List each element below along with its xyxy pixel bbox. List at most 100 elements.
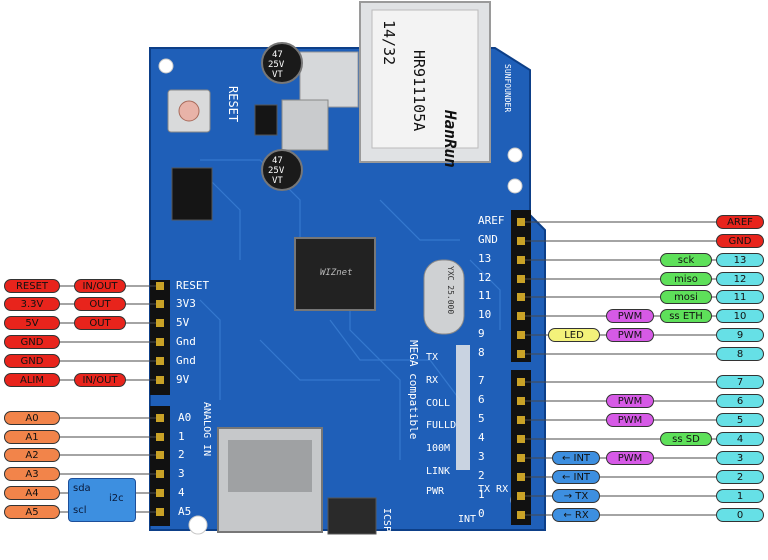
analog-pin-text-4: 4 [178,486,185,499]
left-mode-2: OUT [74,316,126,330]
regulator [281,99,329,151]
header-left-text-3: Gnd [176,335,196,348]
digital-label-10: 5 [478,412,485,425]
right-pin-14: 1 [716,489,764,503]
header-pin [156,376,164,384]
right-fn2-6: LED [548,328,600,342]
analog-pin-text-2: 2 [178,448,185,461]
right-fn-4: mosi [660,290,712,304]
mount-hole [507,178,523,194]
header-pin [517,511,525,519]
right-pin-0: AREF [716,215,764,229]
digital-label-3: 12 [478,271,492,284]
cap-text-3: VT [272,70,283,80]
digital-label-9: 6 [478,393,485,406]
analog-label-2: A2 [4,448,60,462]
digital-label-8: 7 [478,374,485,387]
header-left-text-4: Gnd [176,354,196,367]
i2c-group-box: sda scl i2c [68,478,136,522]
right-fn2-5: PWM [606,309,654,323]
ethernet-jack-label-area [371,9,479,149]
header-pin [517,293,525,301]
metal-shield-plate [299,51,359,108]
digital-label-1: GND [478,233,498,246]
left-power-header [150,280,170,395]
i2c-scl-label: scl [73,505,87,516]
cap2-text-2: 25V [268,166,285,176]
header-pin [517,275,525,283]
status-led-text-4: 100M [426,443,451,454]
left-mode-1: OUT [74,297,126,311]
digital-label-5: 10 [478,308,492,321]
jack-label-model: HR911105A [410,50,428,132]
header-pin [156,489,164,497]
jack-label-hanrun: HanRun [441,110,460,168]
left-mode-5: IN/OUT [74,373,126,387]
header-pin [156,433,164,441]
right-pin-4: 11 [716,290,764,304]
ic-left [171,167,213,221]
header-left-text-1: 3V3 [176,297,196,310]
capacitor [261,42,303,84]
analog-in-label: ANALOG IN [201,402,212,457]
capacitor [261,149,303,191]
header-left-text-0: RESET [176,279,210,292]
right-fn-6: PWM [606,328,654,342]
digital-label-4: 11 [478,289,492,302]
right-fn-3: miso [660,272,712,286]
right-fn-13: ← INT [552,470,600,484]
digital-label-14: 1 [478,488,485,501]
header-pin [517,397,525,405]
left-label-2: 5V [4,316,60,330]
brand-label: SUNFOUNDER [503,64,512,113]
mount-hole [158,58,174,74]
status-led-text-2: COLL [426,398,451,409]
right-pin-7: 8 [716,347,764,361]
header-pin [517,454,525,462]
chip-label: WIZnet [320,268,353,278]
micro-sd-slot-inner [228,440,312,492]
i2c-sda-label: sda [73,483,91,494]
reset-label: RESET [226,86,240,123]
left-label-4: GND [4,354,60,368]
jack-label-date: 14/32 [380,20,398,66]
header-pin [517,331,525,339]
analog-pin-text-3: 3 [178,467,185,480]
header-pin [156,319,164,327]
header-pin [156,300,164,308]
digital-label-6: 9 [478,327,485,340]
int-label: INT [458,514,477,525]
right-lower-header [511,370,531,525]
right-fn-11: ss SD [660,432,712,446]
right-pin-2: 13 [716,253,764,267]
right-fn2-12: ← INT [552,451,600,465]
cap-text-1: 47 [272,50,283,60]
digital-label-11: 4 [478,431,485,444]
right-fn-12: PWM [606,451,654,465]
right-pin-13: 2 [716,470,764,484]
status-led-text-1: RX [426,375,439,386]
mount-hole [507,147,523,163]
wiznet-chip [294,237,376,311]
right-fn-9: PWM [606,394,654,408]
ic-small [254,104,278,136]
crystal-label: YXC 25.000 [446,266,455,315]
analog-label-5: A5 [4,505,60,519]
digital-label-0: AREF [478,214,505,227]
cap-text-2: 25V [268,60,285,70]
reset-button-cap [178,100,200,122]
header-pin [517,237,525,245]
right-upper-header [511,210,531,362]
mega-compatible-label: MEGA compatible [407,340,420,440]
right-pin-1: GND [716,234,764,248]
header-pin [156,357,164,365]
right-fn-2: sck [660,253,712,267]
header-pin [156,508,164,516]
status-led-text-3: FULLD [426,420,457,431]
right-pin-6: 9 [716,328,764,342]
cap2-text-1: 47 [272,156,283,166]
header-pin [517,416,525,424]
right-fn-15: ← RX [552,508,600,522]
digital-label-7: 8 [478,346,485,359]
right-fn-5: ss ETH [660,309,712,323]
